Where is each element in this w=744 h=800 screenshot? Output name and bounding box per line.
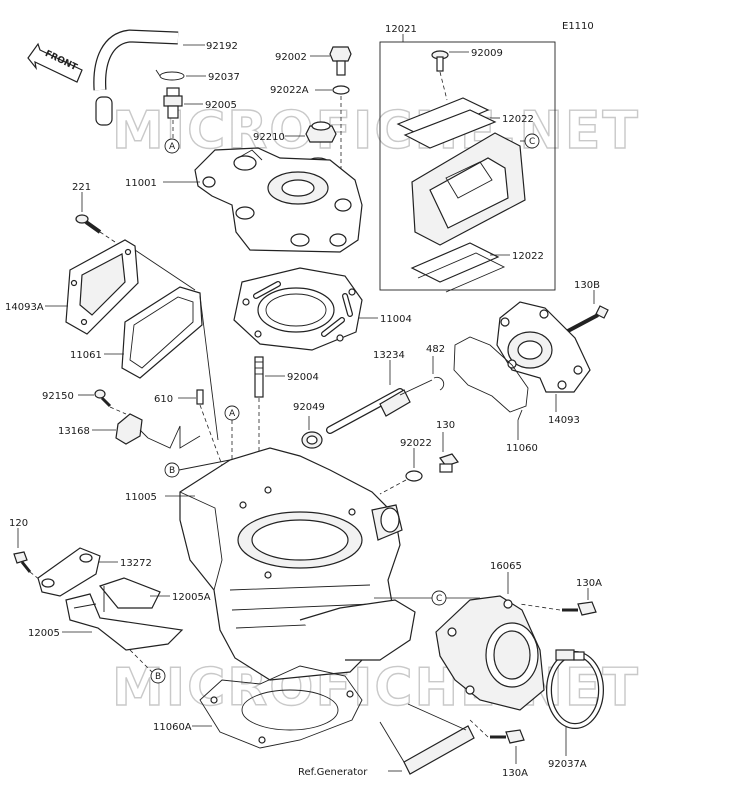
- washer-92022: [405, 470, 423, 482]
- cylinder-11005: [179, 447, 416, 681]
- reed-valve-stopper: [396, 97, 497, 149]
- label-13168: 13168: [58, 426, 90, 437]
- pin-610: [196, 389, 204, 405]
- front-arrow-icon: FRONT: [27, 42, 83, 83]
- label-13272: 13272: [120, 558, 152, 569]
- label-12021: 12021: [385, 24, 417, 35]
- label-92210: 92210: [253, 132, 285, 143]
- label-92150: 92150: [42, 391, 74, 402]
- label-130b: 130B: [574, 280, 600, 291]
- label-11060a: 11060A: [153, 722, 192, 733]
- cover-14093: [496, 301, 591, 393]
- label-12005: 12005: [28, 628, 60, 639]
- label-14093: 14093: [548, 415, 580, 426]
- lever-13168: [115, 413, 149, 445]
- bolt-120: [13, 551, 32, 573]
- bolt-130b: [565, 305, 609, 334]
- callout-b-bottom: [150, 668, 166, 684]
- valve-12005a: [98, 577, 161, 612]
- washer-92022a: [332, 85, 350, 95]
- reed-valve-body: [411, 132, 526, 246]
- seal-92049: [301, 431, 323, 449]
- label-92009: 92009: [471, 48, 503, 59]
- label-12022-top: 12022: [502, 114, 534, 125]
- label-13234: 13234: [373, 350, 405, 361]
- clamp-92037a: [546, 649, 604, 729]
- label-11060: 11060: [506, 443, 538, 454]
- clamp-92037: [155, 69, 185, 81]
- label-16065: 16065: [490, 561, 522, 572]
- gasket-11061: [121, 286, 203, 379]
- label-14093a: 14093A: [5, 302, 44, 313]
- label-482: 482: [426, 344, 445, 355]
- callout-b-bottom-label: B: [155, 672, 161, 682]
- label-92022a: 92022A: [270, 85, 309, 96]
- cylinder-head-11001: [194, 147, 363, 253]
- label-130: 130: [436, 420, 455, 431]
- label-130a-bottom: 130A: [502, 768, 528, 779]
- callout-a-top: [164, 138, 180, 154]
- watermark-top: MICROFICHE.NET: [112, 101, 640, 161]
- callout-a-top-label: A: [169, 142, 176, 152]
- holder-13272: [37, 547, 101, 597]
- base-gasket-11060a: [199, 665, 363, 749]
- label-130a-top: 130A: [576, 578, 602, 589]
- bolt-130: [439, 453, 459, 473]
- callout-a-middle-label: A: [229, 409, 236, 419]
- callout-c-bottom-label: C: [436, 594, 442, 604]
- label-92037a: 92037A: [548, 759, 587, 770]
- label-11005: 11005: [125, 492, 157, 503]
- bolt-92150: [94, 389, 112, 408]
- label-12022-bottom: 12022: [512, 251, 544, 262]
- label-11001: 11001: [125, 178, 157, 189]
- label-92005: 92005: [205, 100, 237, 111]
- cover-14093a: [65, 239, 139, 335]
- callout-c-top: [524, 133, 540, 149]
- group-box-12021: [379, 41, 556, 291]
- watermark-bottom: MICROFICHE.NET: [112, 658, 640, 718]
- bolt-221: [75, 214, 102, 234]
- gasket-11060: [453, 336, 529, 421]
- shaft-13234: [326, 379, 433, 434]
- label-610: 610: [154, 394, 173, 405]
- label-120: 120: [9, 518, 28, 529]
- intake-manifold-16065: [435, 595, 545, 711]
- bolt-130a-bottom: [490, 729, 525, 744]
- callout-c-top-label: C: [529, 137, 535, 147]
- label-11004: 11004: [380, 314, 412, 325]
- callout-b-middle-label: B: [169, 466, 175, 476]
- label-92192: 92192: [206, 41, 238, 52]
- label-92049: 92049: [293, 402, 325, 413]
- reed-valve-lower: [410, 242, 506, 293]
- label-92022: 92022: [400, 438, 432, 449]
- circlip-482: [433, 376, 445, 391]
- label-11061: 11061: [70, 350, 102, 361]
- ref-generator-label: Ref.Generator: [298, 767, 368, 778]
- label-12005a: 12005A: [172, 592, 211, 603]
- hose-92192: [93, 29, 179, 126]
- label-221: 221: [72, 182, 91, 193]
- bolt-92002: [329, 46, 352, 76]
- head-gasket-11004: [233, 267, 363, 351]
- valve-12005: [65, 593, 184, 651]
- label-92037: 92037: [208, 72, 240, 83]
- fitting-92005: [163, 87, 183, 119]
- diagram-code: E1110: [562, 21, 594, 32]
- bolt-130a-top: [562, 601, 597, 616]
- screw-92009: [431, 50, 449, 72]
- ref-generator-part: [379, 703, 475, 775]
- label-92002: 92002: [275, 52, 307, 63]
- stud-92004: [254, 356, 264, 398]
- label-92004: 92004: [287, 372, 319, 383]
